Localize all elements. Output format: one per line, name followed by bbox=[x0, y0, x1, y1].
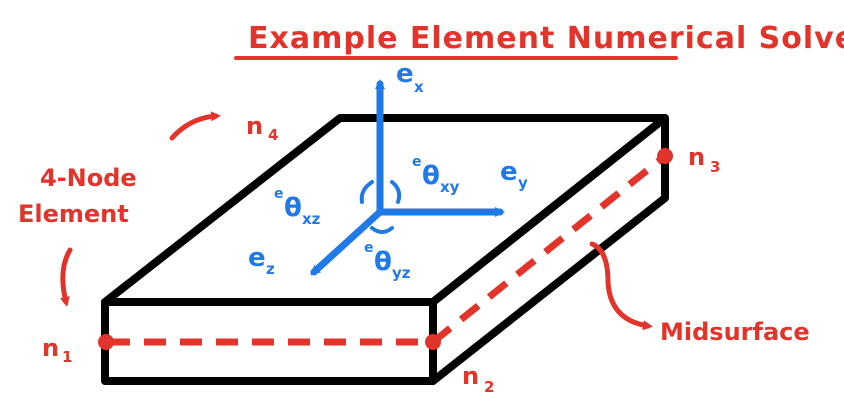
svg-text:n: n bbox=[688, 143, 705, 171]
label-n3: n 3 bbox=[688, 143, 720, 176]
svg-text:θ: θ bbox=[422, 161, 440, 191]
svg-text:e: e bbox=[274, 186, 284, 202]
arc-theta-xz bbox=[359, 180, 374, 204]
svg-text:n: n bbox=[462, 362, 479, 390]
svg-text:yz: yz bbox=[392, 264, 411, 282]
label-ey: e y bbox=[500, 157, 528, 192]
svg-text:θ: θ bbox=[284, 193, 302, 223]
svg-text:e: e bbox=[500, 157, 518, 187]
svg-text:e: e bbox=[396, 59, 414, 89]
svg-text:4: 4 bbox=[268, 126, 278, 144]
label-theta-yz: e θ yz bbox=[364, 240, 411, 282]
midsurface-side-dashed-line bbox=[430, 153, 668, 345]
svg-text:e: e bbox=[248, 243, 266, 273]
svg-text:1: 1 bbox=[62, 348, 72, 366]
svg-text:e: e bbox=[364, 240, 374, 256]
label-theta-xz: e θ xz bbox=[274, 186, 321, 228]
svg-text:xz: xz bbox=[302, 210, 321, 228]
label-ex: e x bbox=[396, 59, 424, 96]
svg-text:z: z bbox=[266, 260, 275, 278]
label-element: Element bbox=[18, 200, 129, 228]
arrow-to-n4 bbox=[169, 111, 221, 141]
arc-theta-xy bbox=[390, 180, 402, 204]
node-n1 bbox=[98, 334, 114, 350]
svg-text:xy: xy bbox=[440, 178, 460, 196]
axis-ez-arrow bbox=[310, 208, 384, 276]
arrow-to-n1 bbox=[59, 247, 73, 307]
svg-text:θ: θ bbox=[374, 247, 392, 277]
label-theta-xy: e θ xy bbox=[412, 154, 460, 196]
arrow-to-midsurface-label bbox=[589, 241, 653, 331]
svg-text:y: y bbox=[518, 174, 528, 192]
node-n3 bbox=[657, 148, 673, 164]
plate-side-face bbox=[429, 114, 669, 385]
label-midsurface: Midsurface bbox=[660, 318, 810, 346]
svg-text:x: x bbox=[414, 78, 424, 96]
label-4-node: 4-Node bbox=[40, 164, 137, 192]
node-n2 bbox=[425, 334, 441, 350]
label-n1: n 1 bbox=[42, 334, 72, 366]
svg-text:n: n bbox=[246, 112, 263, 140]
arc-theta-yz bbox=[370, 226, 394, 234]
label-n2: n 2 bbox=[462, 362, 494, 396]
page-title: Example Element Numerical Solved bbox=[248, 21, 844, 56]
label-n4: n 4 bbox=[246, 112, 278, 144]
svg-text:e: e bbox=[412, 154, 422, 170]
svg-text:3: 3 bbox=[710, 158, 720, 176]
label-ez: e z bbox=[248, 243, 275, 278]
svg-text:n: n bbox=[42, 334, 59, 362]
svg-text:2: 2 bbox=[484, 378, 494, 396]
